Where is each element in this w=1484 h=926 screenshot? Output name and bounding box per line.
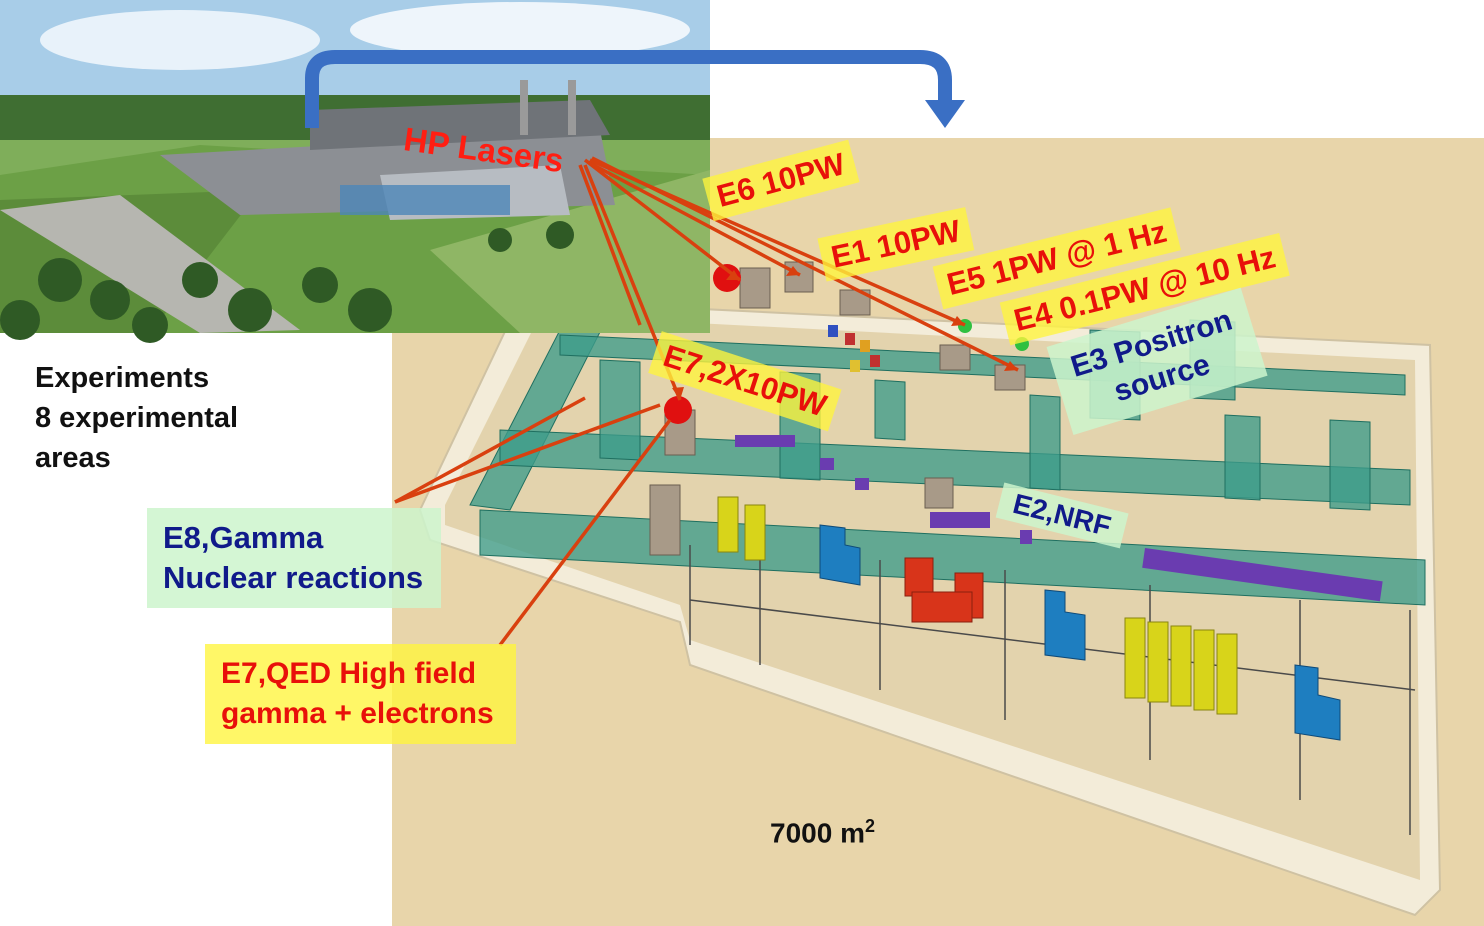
experiments-caption: Experiments 8 experimental areas <box>35 358 238 478</box>
floor-area-label: 7000 m2 <box>770 816 875 849</box>
area-e8-label: E8,Gamma Nuclear reactions <box>147 508 442 608</box>
area-e7-qed-line-1: E7,QED High field <box>221 657 477 690</box>
area-e8-line-2: Nuclear reactions <box>163 560 424 595</box>
experiments-line-3: areas <box>35 442 111 474</box>
callout-arrows <box>394 396 672 647</box>
beamline-magnets <box>735 435 1383 602</box>
floor-area-value: 7000 m <box>770 817 865 849</box>
flow-arrow <box>305 50 952 128</box>
area-e8-line-1: E8,Gamma <box>163 520 324 555</box>
laser-beam-arrowheads <box>672 266 1018 400</box>
yellow-equipment <box>717 496 1238 715</box>
experiments-line-2: 8 experimental <box>35 402 239 434</box>
experiments-title: Experiments <box>35 362 210 394</box>
blue-equipment <box>819 524 1341 741</box>
floor-area-superscript: 2 <box>864 816 875 836</box>
area-e7-qed-label: E7,QED High field gamma + electrons <box>205 644 516 744</box>
red-equipment <box>904 557 984 623</box>
parts-cluster <box>828 325 880 372</box>
area-e7-qed-line-2: gamma + electrons <box>221 697 494 730</box>
laser-beam-arrows <box>578 156 1019 401</box>
flow-arrow-head <box>925 100 965 128</box>
